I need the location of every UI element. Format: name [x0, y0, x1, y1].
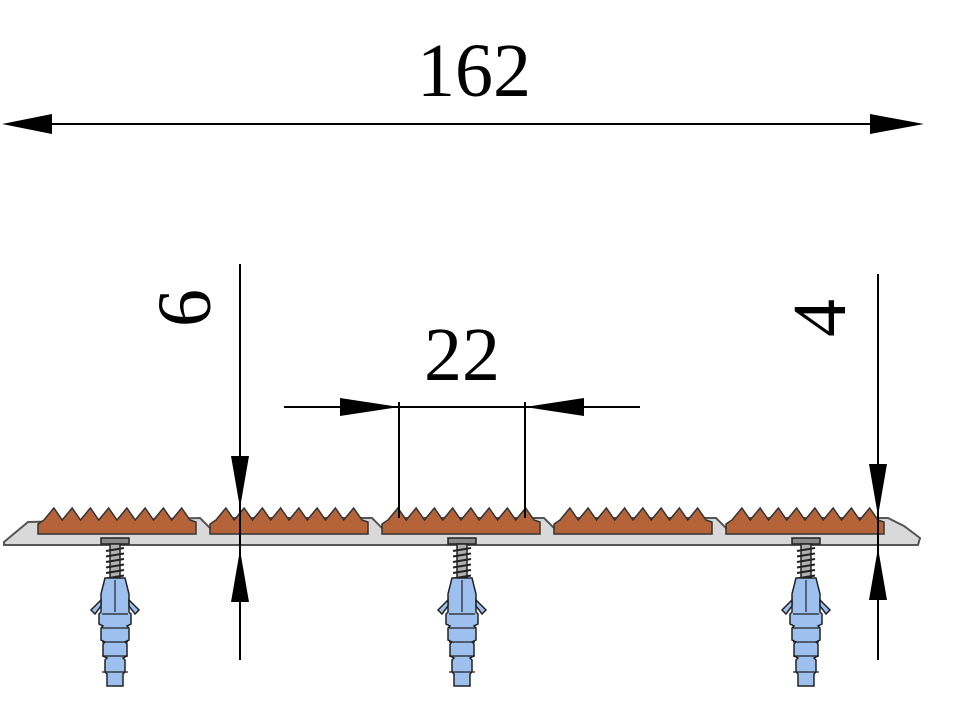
- screw-thread: [796, 558, 816, 563]
- overall-width-arrow-right: [870, 114, 924, 134]
- screw-thread: [105, 552, 125, 558]
- insert-height-label: 4: [778, 299, 862, 337]
- screw-thread: [452, 552, 472, 558]
- screw-thread: [796, 569, 816, 574]
- insert-height-arrow-top: [869, 464, 887, 516]
- rubber-insert: [725, 506, 885, 535]
- groove-spacing-label: 22: [424, 313, 500, 397]
- screw-thread: [105, 569, 125, 574]
- plastic-dowel: [445, 577, 479, 687]
- dowel-wing-right: [475, 598, 488, 616]
- groove-spacing-arrow-right: [525, 398, 584, 416]
- groove-spacing-arrow-left: [340, 398, 399, 416]
- screw-thread: [796, 563, 816, 569]
- rubber-insert: [381, 506, 541, 535]
- fastener: [436, 537, 488, 687]
- screw-thread: [452, 547, 472, 552]
- groove-spacing-dimension: 22: [284, 313, 640, 518]
- overall-width-arrow-left: [2, 114, 52, 134]
- overall-width-dimension: 162: [2, 29, 924, 134]
- total-height-arrow-bottom: [231, 550, 249, 602]
- total-height-dimension: 6: [143, 264, 249, 660]
- dowel-wing-left: [436, 598, 449, 616]
- screw-thread: [452, 563, 472, 569]
- screw-thread: [105, 563, 125, 569]
- rubber-insert: [209, 506, 369, 535]
- screw-head: [100, 537, 130, 545]
- screw-thread: [452, 558, 472, 563]
- screw-thread: [452, 569, 472, 574]
- plastic-dowel: [789, 577, 823, 687]
- fastener: [780, 537, 832, 687]
- screw-thread: [105, 547, 125, 552]
- total-height-label: 6: [143, 289, 227, 327]
- dowel-wing-left: [780, 598, 793, 616]
- screw-head: [791, 537, 821, 545]
- dowel-wing-right: [128, 598, 141, 616]
- screw-thread: [796, 552, 816, 558]
- screw-thread: [796, 547, 816, 552]
- insert-height-dimension: 4: [778, 274, 887, 660]
- rubber-insert: [37, 506, 197, 535]
- dowel-wing-left: [89, 598, 102, 616]
- screw-thread: [105, 558, 125, 563]
- fastener: [89, 537, 141, 687]
- dowel-wing-right: [819, 598, 832, 616]
- rubber-insert: [553, 506, 713, 535]
- insert-height-arrow-bottom: [869, 548, 887, 600]
- screw-head: [447, 537, 477, 545]
- fasteners: [89, 537, 832, 687]
- overall-width-label: 162: [417, 29, 531, 113]
- plastic-dowel: [98, 577, 132, 687]
- total-height-arrow-top: [231, 456, 249, 508]
- profile-assembly: [3, 506, 922, 546]
- rubber-inserts: [37, 506, 885, 535]
